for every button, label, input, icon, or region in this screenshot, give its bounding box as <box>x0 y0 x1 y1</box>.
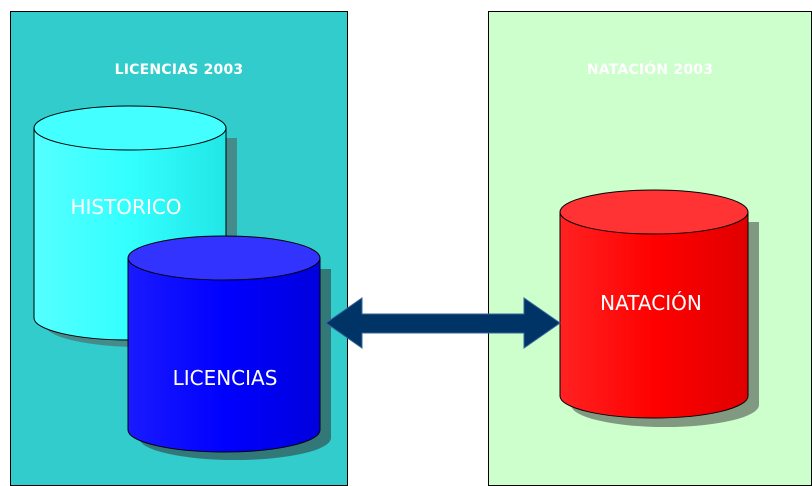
bidirectional-arrow <box>325 297 561 349</box>
licencias-2003-title: LICENCIAS 2003 <box>114 62 244 78</box>
licencias-label: LICENCIAS <box>173 366 278 390</box>
natacion-database: NATACIÓN <box>559 189 759 427</box>
historico-label: HISTORICO <box>70 195 181 219</box>
natacion-2003-title: NATACIÓN 2003 <box>586 62 714 78</box>
natacion-label: NATACIÓN <box>600 291 702 315</box>
licencias-database: LICENCIAS <box>127 235 331 460</box>
